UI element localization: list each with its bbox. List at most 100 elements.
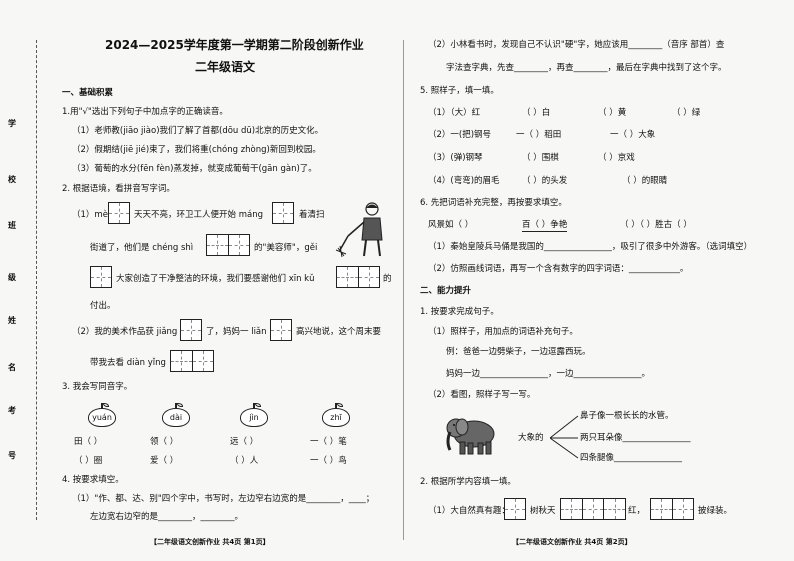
tian-box[interactable]	[90, 266, 112, 288]
q5-cell[interactable]: （ ）的眼睛	[622, 176, 668, 186]
q5-cell[interactable]: 一（ ）大象	[610, 130, 656, 140]
tian-grid[interactable]	[206, 234, 250, 256]
side-label: 学	[8, 119, 16, 128]
ability-question-2-1-b: 树秋天	[530, 506, 556, 516]
question-6: 6. 先把词语补充完整，再按要求填空。	[420, 198, 567, 208]
side-label: 号	[8, 451, 16, 460]
q5-cell[interactable]: （ ）京戏	[598, 153, 635, 163]
ability-question-2: 2. 根据所学内容填一填。	[420, 477, 516, 487]
question-4-1-b: 左边宽右边窄的是________，________。	[90, 512, 244, 522]
question-2-6-c: 高兴地说，这个周末要	[296, 327, 382, 337]
ability-question-2-1-c: 红，	[628, 506, 646, 516]
page-title: 2024—2025学年度第一学期第二阶段创新作业	[105, 38, 364, 52]
tian-grid[interactable]	[560, 498, 626, 520]
question-2-6-b: 了，妈妈一 liǎn	[206, 327, 267, 337]
tian-grid[interactable]	[170, 350, 214, 372]
question-2-7: 带我去看 diàn yǐng	[90, 358, 166, 368]
apple-pinyin-text: yuán	[92, 413, 112, 422]
question-6-1: （1）秦始皇陵兵马俑是我国的________________，吸引了很多中外游客…	[428, 242, 753, 252]
tian-grid[interactable]	[650, 498, 694, 520]
q5-cell: （1）（大）红	[428, 108, 481, 118]
question-2: 2. 根据语境，看拼音写字词。	[62, 184, 175, 194]
question-3: 3. 我会写同音字。	[62, 382, 133, 392]
tian-box[interactable]	[272, 202, 294, 224]
question-1-1: （1）老师教(jiāo jiào)我们了解了首都(dōu dū)北京的历史文化。	[72, 126, 324, 136]
ability-question-2-1-a: （1）大自然真有趣：	[428, 506, 510, 516]
question-1-2: （2）假期结(jiē jié)束了，我们将重(chóng zhòng)新回到校园…	[72, 145, 321, 155]
section-heading: 一、基础积累	[62, 88, 114, 98]
question-2-2-a: 街道了，他们是 chéng shì	[90, 243, 194, 253]
q5-cell[interactable]: （ ）围棋	[522, 153, 559, 163]
question-2-5: 付出。	[90, 301, 116, 311]
tian-grid[interactable]	[504, 498, 526, 520]
tian-box[interactable]	[180, 319, 202, 341]
cut-line	[36, 40, 37, 520]
apple-pinyin-text: jìn	[249, 413, 259, 422]
homophone-fill[interactable]: 领（ ）	[150, 437, 179, 447]
question-5: 5. 照样子，填一填。	[420, 86, 499, 96]
branch-text[interactable]: 四条腿像________________	[580, 453, 683, 463]
homophone-fill[interactable]: （ ）圈	[74, 456, 103, 466]
homophone-fill[interactable]: 一（ ）笔	[310, 437, 347, 447]
question-4: 4. 按要求填空。	[62, 475, 124, 485]
homophone-fill[interactable]: 一（ ）鸟	[310, 456, 347, 466]
apple-pinyin-text: zhī	[330, 413, 342, 422]
question-4-2-a: （2）小林看书时，发现自己不认识"硬"字，她应该用________（音序 部首）…	[428, 40, 725, 50]
page-footer: 【二年级语文创新作业 共4页 第1页】	[150, 538, 270, 546]
elephant-illustration	[446, 418, 495, 455]
apple-pinyin: yuán	[88, 403, 116, 427]
binding-margin: 学 校 班 级 姓 名 考 号	[4, 40, 37, 520]
branch-lines	[550, 415, 579, 459]
branch-text: 鼻子像一根长长的水管。	[580, 411, 674, 421]
page-subtitle: 二年级语文	[195, 60, 256, 74]
branch-text[interactable]: 两只耳朵像________________	[580, 433, 691, 443]
side-label: 班	[8, 221, 16, 230]
homophone-fill[interactable]: 爱（ ）	[150, 456, 179, 466]
homophone-fill[interactable]: 田（ ）	[74, 437, 103, 447]
question-4-1: （1）"作、都、达、别"四个字中，书写时，左边窄右边宽的是________，__…	[72, 494, 375, 504]
page-footer: 【二年级语文创新作业 共4页 第2页】	[512, 538, 632, 546]
page-divider	[403, 40, 404, 540]
idiom-fill[interactable]: （ ）（ ）胜古（ ）	[620, 220, 692, 230]
q5-cell[interactable]: （ ）绿	[672, 108, 701, 118]
q5-cell: （4）(弯弯)的眉毛	[428, 176, 500, 186]
idiom-fill[interactable]: 风景如（ ）	[428, 220, 474, 230]
ability-question-1: 1. 按要求完成句子。	[420, 307, 499, 317]
q5-cell[interactable]: （ ）黄	[598, 108, 627, 118]
apple-pinyin: zhī	[322, 403, 350, 427]
example-sentence: 例：爸爸一边劈柴子，一边逗露西玩。	[446, 347, 591, 357]
question-2-6-a: （2）我的美术作品获 jiǎng	[72, 327, 178, 337]
ability-question-1-2: （2）看图，照样子写一写。	[428, 390, 536, 400]
question-2-1-a: （1）mèi	[72, 210, 111, 220]
q5-cell[interactable]: 一（ ）稻田	[516, 130, 562, 140]
sentence-fill[interactable]: 妈妈一边________________，一边________________。	[446, 369, 651, 379]
question-1: 1.用"√"选出下列句子中加点字的正确读音。	[62, 107, 228, 117]
side-label: 名	[8, 363, 16, 372]
q5-cell: （3）(弹)钢琴	[428, 153, 483, 163]
q5-cell[interactable]: （ ）的头发	[522, 176, 568, 186]
q5-cell[interactable]: （ ）白	[522, 108, 551, 118]
side-label: 级	[8, 273, 16, 282]
question-2-1-c: 着清扫	[299, 210, 325, 220]
q5-cell: （2）一(把)钢号	[428, 130, 492, 140]
question-1-3: （3）葡萄的水分(fēn fèn)蒸发掉，就变成葡萄干(gān gàn)了。	[72, 164, 317, 174]
tian-box[interactable]	[108, 202, 130, 224]
ability-question-1-1: （1）照样子，用加点的词语补充句子。	[428, 327, 578, 337]
homophone-fill[interactable]: （ ）人	[230, 456, 259, 466]
side-label: 姓	[8, 316, 16, 325]
apple-pinyin: dài	[162, 403, 190, 427]
section-heading: 二、能力提升	[420, 286, 472, 296]
tian-box[interactable]	[270, 319, 292, 341]
question-2-2-b: 的"美容师"，gěi	[254, 243, 318, 253]
side-label: 校	[8, 175, 16, 184]
question-2-1-b: 天天不亮，环卫工人便开始 máng	[134, 210, 263, 220]
side-label: 考	[8, 406, 16, 415]
question-2-4: 的	[383, 274, 392, 284]
apple-pinyin-text: dài	[169, 413, 183, 422]
tian-grid[interactable]	[336, 266, 380, 288]
elephant-label: 大象的	[518, 433, 544, 443]
homophone-fill[interactable]: 远（ ）	[230, 437, 259, 447]
idiom-fill-underlined[interactable]: 百（ ）争艳	[522, 220, 568, 232]
street-sweeper-illustration	[335, 202, 383, 258]
